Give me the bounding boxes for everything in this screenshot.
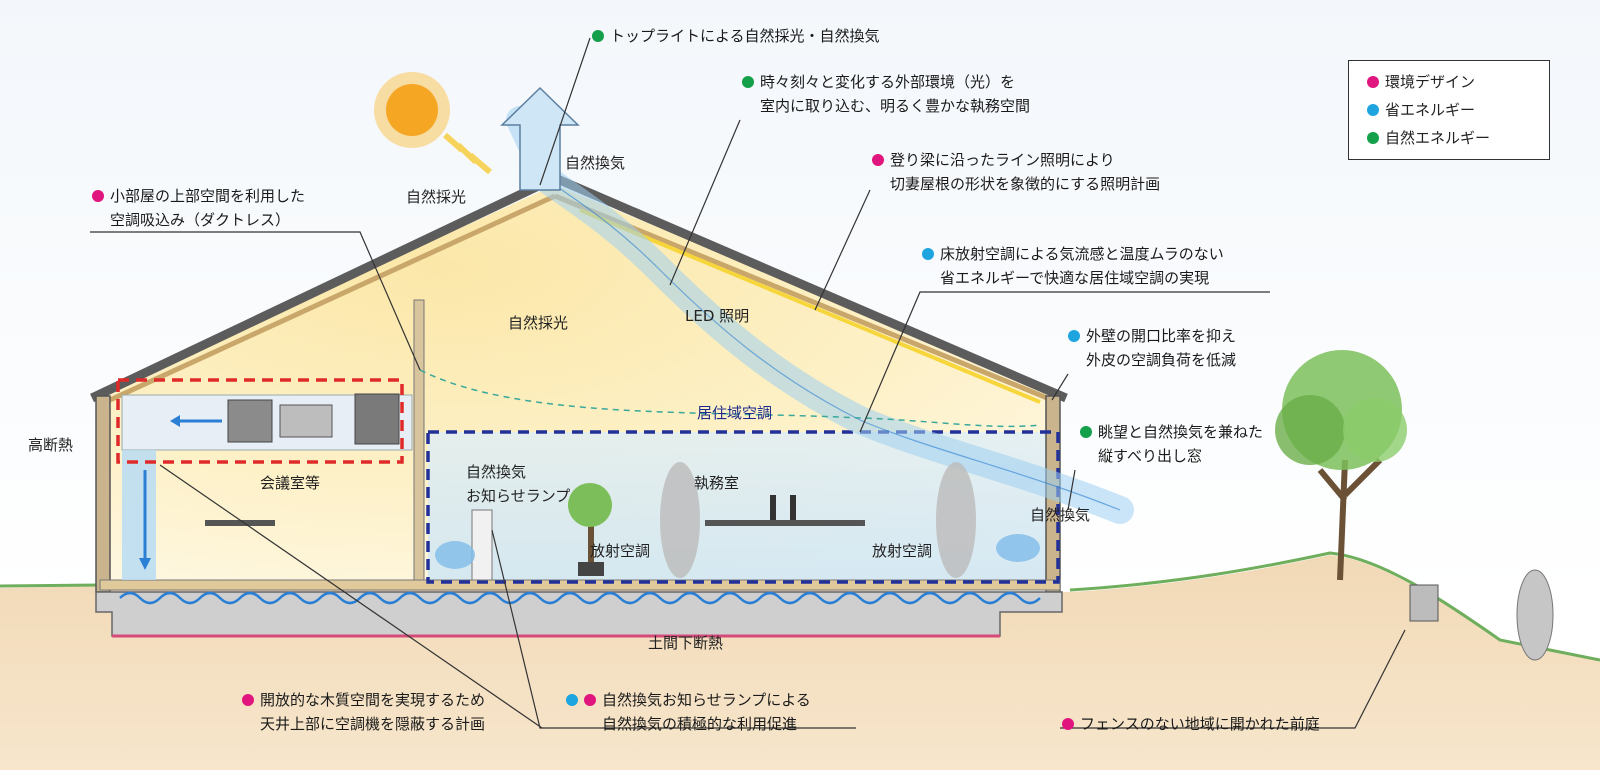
roof-beam-left — [108, 193, 557, 403]
ceiling-ac-dashed-box — [116, 378, 404, 464]
blue-dot-icon — [1068, 330, 1080, 342]
blue-dot-icon — [566, 694, 578, 706]
label-led: LED 照明 — [685, 307, 750, 325]
radiant-panel-left — [660, 462, 700, 578]
ac-unit-2 — [279, 404, 333, 438]
label-natural-light-inner: 自然採光 — [508, 314, 569, 332]
exhaust-arrow — [500, 86, 580, 191]
blue-dot-icon — [1367, 104, 1379, 116]
label-radiant-left: 放射空調 — [590, 542, 651, 560]
label-natural-light-top: 自然採光 — [406, 188, 467, 206]
airflow-arrow-head-down — [139, 558, 151, 570]
callout-daylight-space: 時々刻々と変化する外部環境（光）を 室内に取り込む、明るく豊かな執務空間 — [742, 70, 1030, 118]
floor-slab — [99, 579, 1061, 591]
label-natural-vent-top: 自然換気 — [565, 154, 626, 172]
legend-label: 自然エネルギー — [1385, 129, 1491, 147]
legend-label: 省エネルギー — [1385, 101, 1476, 119]
ac-unit-3 — [354, 393, 400, 445]
radiant-floor-pipes — [119, 591, 1041, 605]
gabion-block — [1409, 584, 1439, 622]
led-line-lighting — [579, 208, 1041, 404]
vent-lamp-column — [471, 509, 493, 581]
label-occupied-zone: 居住域空調 — [697, 404, 773, 422]
callout-front-yard: フェンスのない地域に開かれた前庭 — [1062, 712, 1320, 736]
callout-lamp-promotion: 自然換気お知らせランプによる 自然換気の積極的な利用促進 — [566, 688, 811, 736]
occupied-zone-dashed-box — [426, 430, 1060, 584]
label-slab-insulation: 土間下断熱 — [648, 634, 724, 652]
green-dot-icon — [592, 30, 604, 42]
legend-item-environment: 環境デザイン — [1367, 71, 1475, 92]
blue-dot-icon — [922, 248, 934, 260]
monitor-2 — [790, 495, 796, 520]
monitor-1 — [770, 495, 776, 520]
pink-dot-icon — [1367, 76, 1379, 88]
airflow-arrow-head-left — [170, 415, 180, 427]
callout-ductless: 小部屋の上部空間を利用した 空調吸込み（ダクトレス） — [92, 184, 305, 232]
label-vent-lamp: 自然換気 お知らせランプ — [466, 463, 571, 505]
pedestrian-figure — [1516, 569, 1554, 661]
airflow-bubble-right — [996, 534, 1040, 562]
grass-line — [0, 551, 1600, 662]
leader-lines — [90, 37, 1406, 729]
label-office: 執務室 — [694, 474, 740, 492]
pink-dot-icon — [92, 190, 104, 202]
callout-toplight: トップライトによる自然採光・自然換気 — [592, 24, 880, 48]
partition — [413, 299, 425, 583]
callout-wood-space: 開放的な木質空間を実現するため 天井上部に空調機を隠蔽する計画 — [242, 688, 485, 736]
ac-unit — [227, 399, 273, 443]
airflow-bubble-left — [435, 541, 475, 569]
callout-radiant: 床放射空調による気流感と温度ムラのない 省エネルギーで快適な居住域空調の実現 — [922, 242, 1224, 290]
pink-dot-icon — [242, 694, 254, 706]
plant — [568, 483, 612, 576]
legend-item-energy-saving: 省エネルギー — [1367, 99, 1475, 120]
callout-opening-ratio: 外壁の開口比率を抑え 外皮の空調負荷を低減 — [1068, 324, 1236, 372]
label-high-insulation: 高断熱 — [28, 436, 74, 454]
legend: 環境デザイン 省エネルギー 自然エネルギー — [1348, 60, 1550, 160]
label-radiant-right: 放射空調 — [872, 542, 933, 560]
callout-line-lighting: 登り梁に沿ったライン照明により 切妻屋根の形状を象徴的にする照明計画 — [872, 148, 1160, 196]
desk-meeting — [205, 520, 275, 526]
legend-item-natural-energy: 自然エネルギー — [1367, 127, 1490, 148]
wall-left — [95, 395, 111, 593]
dashed-air-path — [419, 369, 1041, 428]
green-dot-icon — [742, 76, 754, 88]
pink-dot-icon — [1062, 718, 1074, 730]
label-meeting-room: 会議室等 — [260, 474, 321, 492]
radiant-panel-right — [936, 462, 976, 578]
natural-ventilation-stream-edge — [547, 179, 1121, 511]
pink-dot-icon — [584, 694, 596, 706]
legend-label: 環境デザイン — [1385, 73, 1476, 91]
desk-office — [705, 520, 865, 526]
green-dot-icon — [1367, 132, 1379, 144]
callout-window: 眺望と自然換気を兼ねた 縦すべり出し窓 — [1080, 420, 1263, 468]
green-dot-icon — [1080, 426, 1092, 438]
return-air-duct — [122, 450, 156, 580]
sun-icon — [374, 72, 492, 175]
roof-beam-right — [554, 193, 1053, 403]
pink-dot-icon — [872, 154, 884, 166]
label-natural-vent-side: 自然換気 — [1030, 506, 1091, 524]
tree — [1275, 350, 1407, 581]
